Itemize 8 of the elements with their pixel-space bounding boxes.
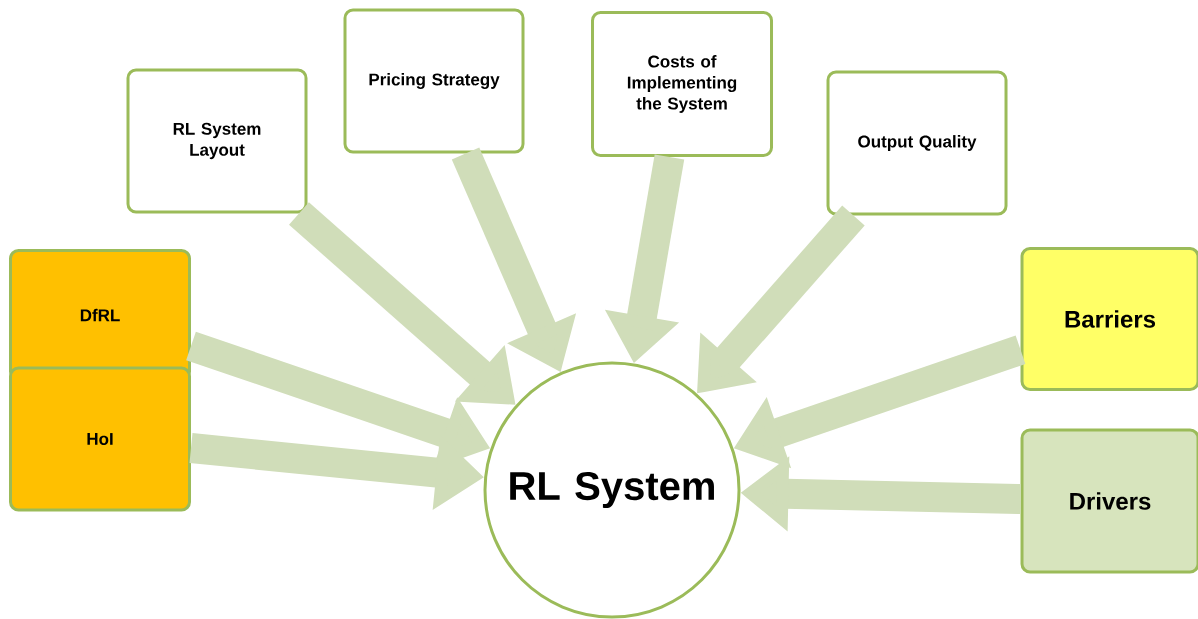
factor-box: HoI [9,366,191,512]
info-box: Costs of Implementing the System [591,11,773,157]
info-box: Pricing Strategy [343,8,525,154]
factor-box: Drivers [1020,428,1198,574]
info-box: Output Quality [826,70,1008,216]
factor-box: DfRL [9,249,191,381]
factor-box: Barriers [1020,247,1198,391]
info-box: RL System Layout [126,68,308,214]
